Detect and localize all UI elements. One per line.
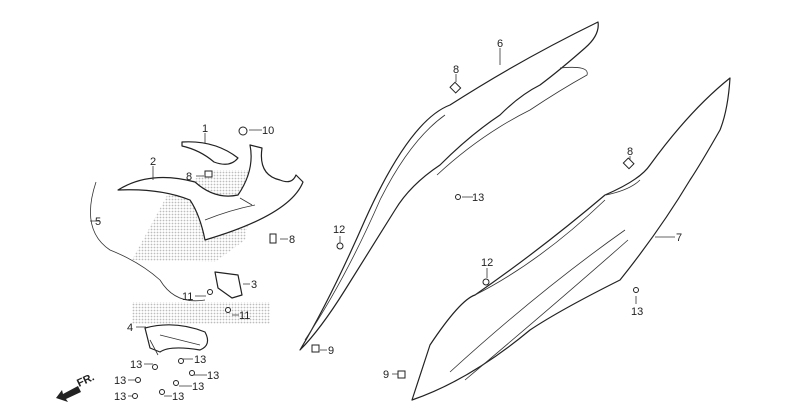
part-8-clip[interactable] — [204, 170, 213, 178]
callout-13[interactable]: 13 — [207, 370, 219, 382]
front-direction-arrow: FR. — [56, 371, 96, 402]
callout-13[interactable]: 13 — [130, 359, 142, 371]
callout-13[interactable]: 13 — [472, 192, 484, 204]
callout-13[interactable]: 13 — [192, 381, 204, 393]
part-8-clip[interactable] — [449, 81, 462, 94]
callouts: 1 10 2 8 5 8 3 11 11 4 13 13 13 13 13 13… — [95, 38, 682, 403]
part-2-inner-panel[interactable] — [117, 144, 304, 241]
callout-12[interactable]: 12 — [333, 224, 345, 236]
part-4-light-unit[interactable] — [144, 324, 209, 353]
callout-12[interactable]: 12 — [481, 257, 493, 269]
callout-11[interactable]: 11 — [239, 310, 250, 322]
part-12-screw[interactable] — [336, 242, 344, 250]
callout-8[interactable]: 8 — [627, 146, 633, 158]
part-9-clip[interactable] — [311, 344, 320, 353]
part-9-clip[interactable] — [397, 370, 406, 379]
part-3-bracket[interactable] — [214, 271, 243, 299]
part-8-clip[interactable] — [622, 157, 635, 170]
part-8-clip[interactable] — [269, 233, 277, 244]
callout-10[interactable]: 10 — [262, 125, 274, 137]
callout-5[interactable]: 5 — [95, 216, 101, 228]
part-5-cable[interactable] — [90, 181, 206, 302]
callout-9[interactable]: 9 — [383, 369, 389, 381]
callout-6[interactable]: 6 — [497, 38, 503, 50]
callout-8[interactable]: 8 — [289, 234, 295, 246]
callout-1[interactable]: 1 — [202, 123, 208, 135]
part-7-side-cover[interactable] — [411, 77, 731, 401]
part-10-screw[interactable] — [238, 126, 248, 136]
part-11-screw[interactable] — [225, 307, 231, 313]
hardware — [132, 81, 639, 399]
part-13-screw[interactable] — [455, 194, 461, 200]
callout-4[interactable]: 4 — [127, 322, 133, 334]
callout-13[interactable]: 13 — [172, 391, 184, 403]
callout-11[interactable]: 11 — [182, 291, 193, 303]
callout-13[interactable]: 13 — [114, 375, 126, 387]
callout-8[interactable]: 8 — [186, 171, 192, 183]
callout-2[interactable]: 2 — [150, 156, 156, 168]
callout-13[interactable]: 13 — [114, 391, 126, 403]
callout-7[interactable]: 7 — [676, 232, 682, 244]
callout-3[interactable]: 3 — [251, 279, 257, 291]
part-13-screw[interactable] — [633, 287, 639, 293]
part-12-screw[interactable] — [482, 278, 490, 286]
callout-13[interactable]: 13 — [194, 354, 206, 366]
callout-8[interactable]: 8 — [453, 64, 459, 76]
part-11-screw[interactable] — [207, 289, 213, 295]
part-6-side-rail[interactable] — [299, 21, 599, 351]
callout-9[interactable]: 9 — [328, 345, 334, 357]
front-label: FR. — [75, 371, 96, 389]
part-1-cover[interactable] — [181, 141, 239, 165]
honda-watermark-logo — [132, 170, 270, 324]
callout-13[interactable]: 13 — [631, 306, 643, 318]
leader-lines — [90, 48, 675, 397]
